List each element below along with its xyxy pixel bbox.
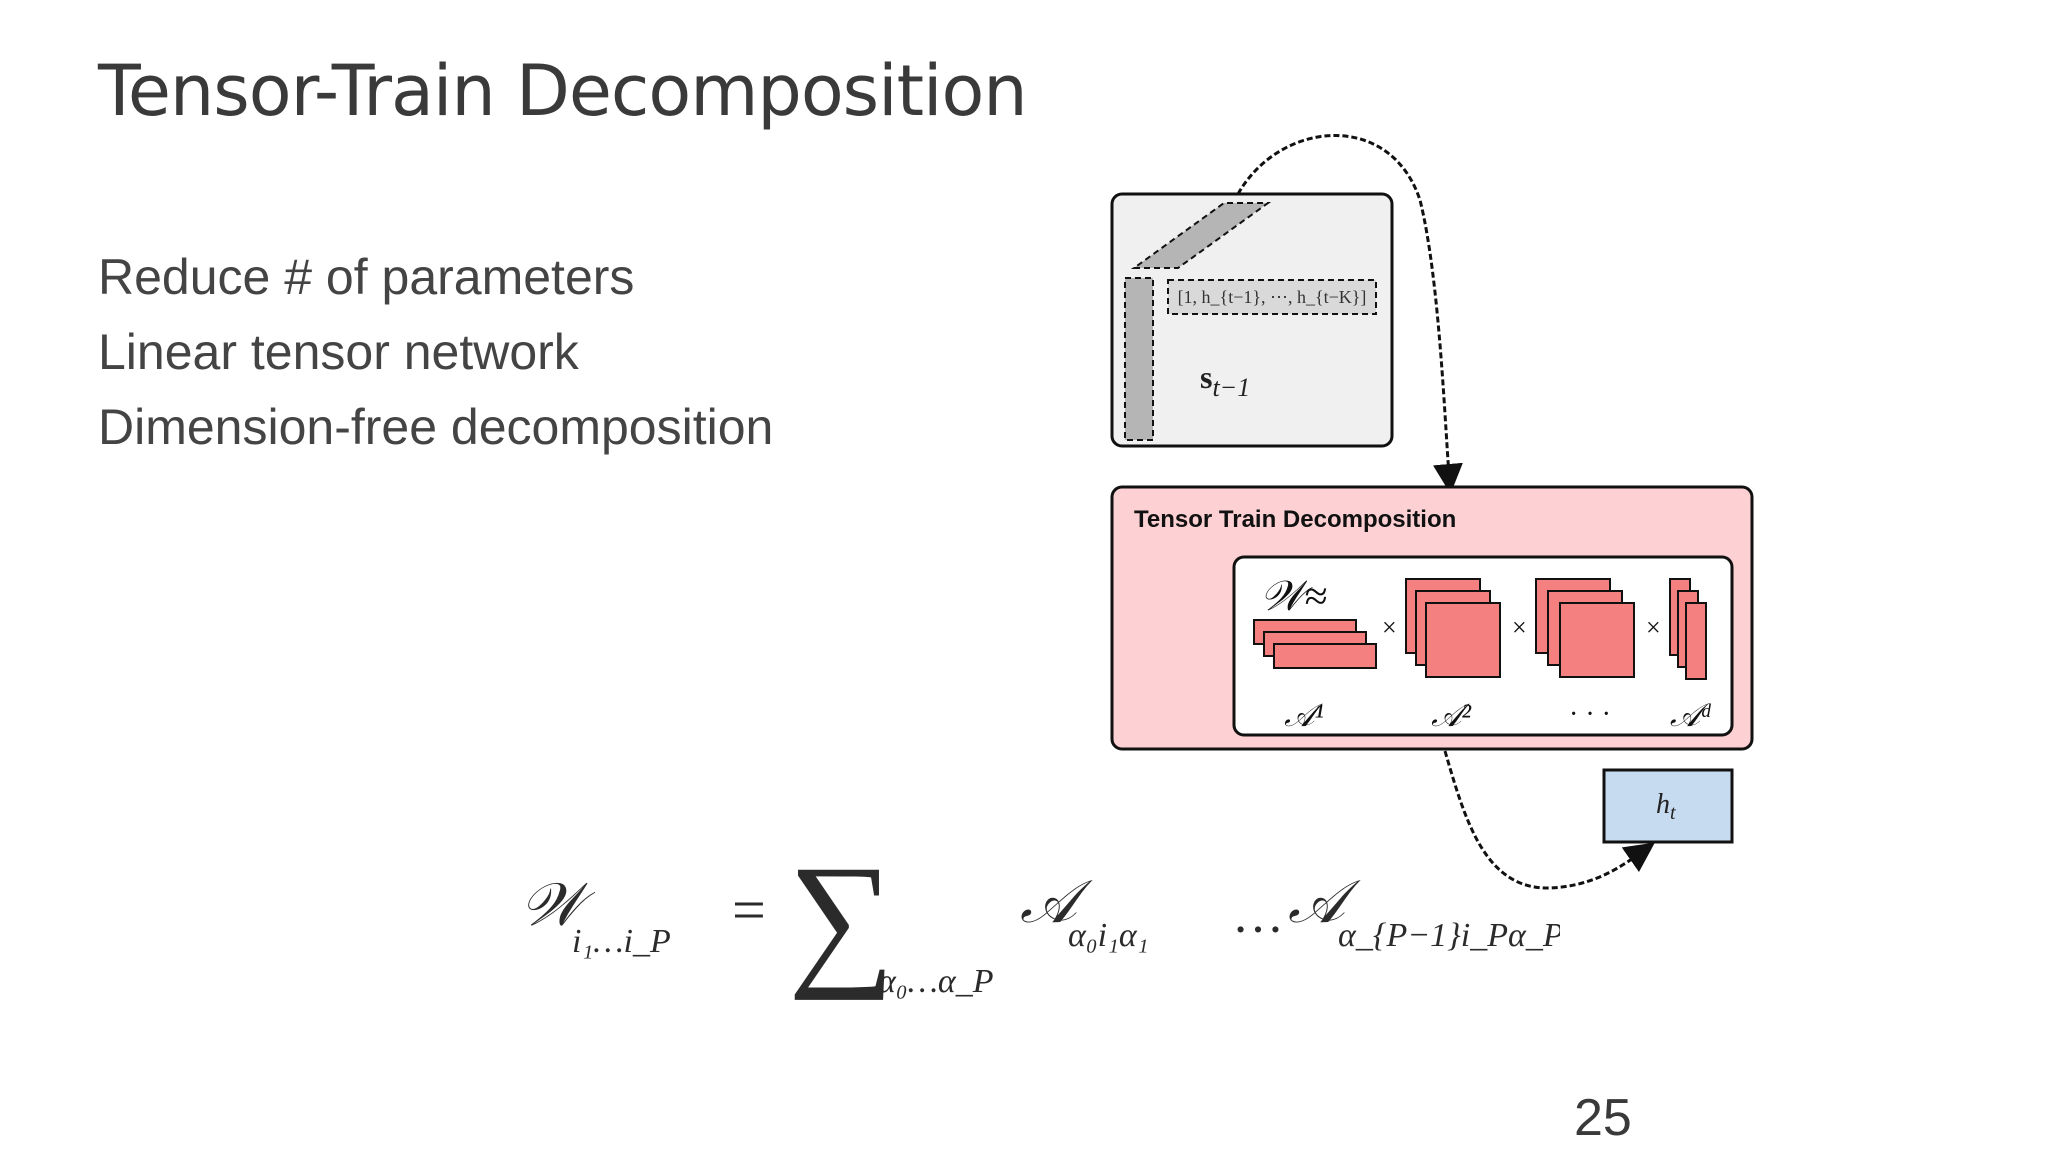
arrow-to-tt — [1236, 134, 1463, 494]
core-label-a1: 𝒜¹ — [1284, 697, 1324, 733]
core-label-ad: 𝒜ᵈ — [1670, 697, 1711, 733]
history-vector-box — [1167, 279, 1377, 315]
formula-term2-sub: α_{P−1}i_Pα_P — [1338, 917, 1560, 954]
times-sign: × — [1646, 613, 1661, 642]
core-a1 — [1253, 619, 1377, 669]
history-vector: [1, h_{t−1}, ⋯, h_{t−K}] — [1178, 287, 1367, 307]
page-number: 25 — [1574, 1089, 1632, 1147]
state-label-sub: t−1 — [1212, 373, 1250, 402]
slide-title: Tensor-Train Decomposition — [98, 50, 1028, 132]
formula-term1-sub: α₀i₁α₁ — [1068, 917, 1149, 954]
state-matrix: [1, h_{t−1}, ⋯, h_{t−K}] st−1 — [1110, 192, 1394, 448]
core-ad — [1669, 578, 1707, 680]
output-label-sub: t — [1670, 802, 1676, 824]
tt-diagram: [1, h_{t−1}, ⋯, h_{t−K}] st−1 Tensor Tra… — [1110, 134, 1754, 890]
output-box: ht — [1602, 768, 1734, 844]
times-sign: × — [1382, 613, 1397, 642]
vertical-band — [1124, 277, 1154, 441]
tt-formula: 𝒲 i₁…i_P = ∑ α₀…α_P 𝒜 α₀i₁α₁ … 𝒜 α_{P−1}… — [520, 840, 1560, 1001]
state-label-base: s — [1200, 359, 1212, 395]
output-label-base: h — [1656, 789, 1670, 820]
core-label-dots: · · · — [1569, 699, 1611, 730]
bullet-list: Reduce # of parameters Linear tensor net… — [98, 240, 773, 465]
diagonal-band — [1130, 202, 1272, 269]
formula-sum: ∑ — [788, 840, 895, 1001]
formula-equals: = — [732, 877, 766, 943]
formula-dots: … — [1232, 887, 1284, 944]
formula-lhs-sub: i₁…i_P — [572, 923, 671, 960]
w-approx: 𝒲≈ — [1260, 574, 1327, 620]
output-label: ht — [1656, 789, 1676, 824]
bullet-item: Reduce # of parameters — [98, 249, 635, 305]
core-a2 — [1405, 578, 1501, 678]
arrow-to-output — [1443, 750, 1655, 890]
times-sign: × — [1512, 613, 1527, 642]
tt-box: Tensor Train Decomposition 𝒲≈ × × × — [1110, 485, 1754, 751]
core-label-a2: 𝒜² — [1431, 697, 1472, 733]
formula-sum-sub: α₀…α_P — [878, 963, 994, 1000]
state-label: st−1 — [1200, 359, 1250, 402]
core-middle — [1535, 578, 1635, 678]
bullet-item: Dimension-free decomposition — [98, 399, 774, 455]
bullet-item: Linear tensor network — [98, 324, 579, 380]
tt-box-title: Tensor Train Decomposition — [1134, 506, 1456, 533]
